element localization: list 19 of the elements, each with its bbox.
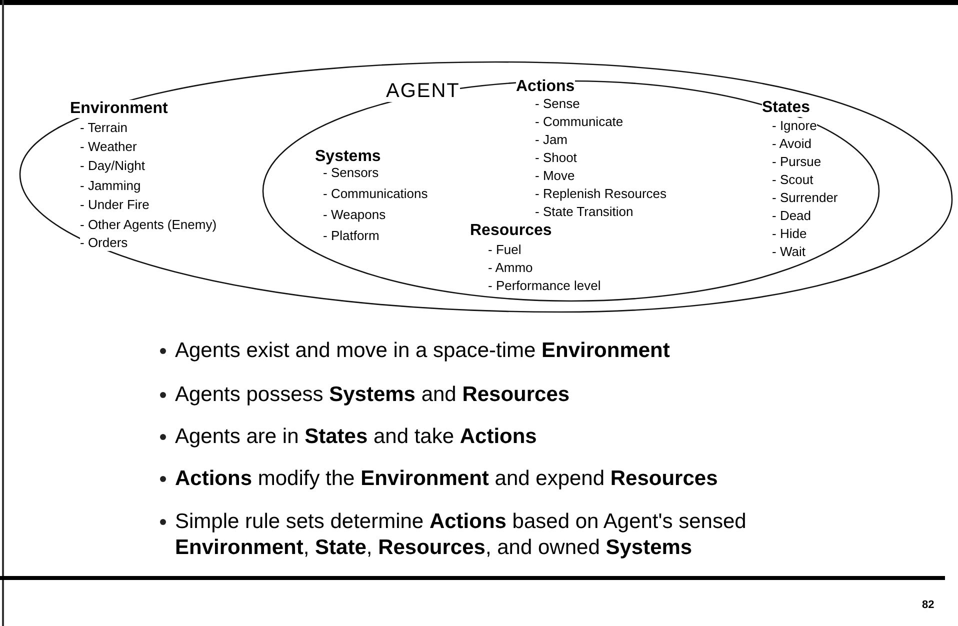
category-heading: Environment: [70, 100, 168, 118]
ellipse-region: [262, 80, 880, 302]
bullet-text: Agents exist and move in a space-time Environment: [175, 338, 671, 364]
agent-title: AGENT: [386, 80, 460, 102]
bullet-text: Simple rule sets determine Actions based on Agent's sensed Environment, State, Resources, and owned Systems: [175, 509, 748, 561]
list-item: - Day/Night: [80, 158, 146, 174]
bullet-text: Agents are in States and take Actions: [175, 424, 538, 450]
ellipse-region: [18, 60, 954, 314]
list-item: - Weapons: [323, 207, 386, 223]
category-heading: States: [762, 99, 810, 117]
list-item: - Ignore: [772, 118, 817, 134]
bullet-text: Agents possess Systems and Resources: [175, 382, 571, 408]
list-item: - Other Agents (Enemy): [80, 217, 217, 233]
page-number: 82: [922, 598, 934, 612]
list-item: - Orders: [80, 235, 128, 251]
category-heading: Systems: [315, 148, 381, 166]
list-item: - Replenish Resources: [535, 186, 667, 202]
list-item: - Jamming: [80, 178, 141, 194]
bullet-text: Actions modify the Environment and expend Resources: [175, 466, 719, 492]
